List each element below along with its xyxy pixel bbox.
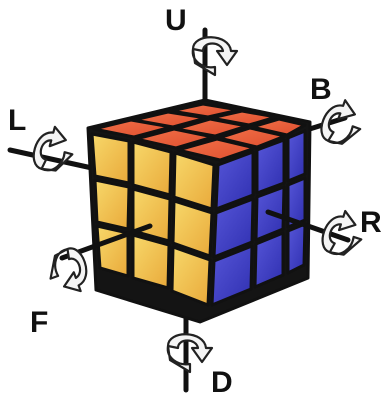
label-back: B (310, 73, 332, 106)
cube (88, 100, 310, 322)
label-front: F (30, 306, 48, 339)
label-right: R (360, 206, 382, 239)
rotation-arrow-icon (193, 37, 237, 75)
label-left: L (8, 104, 26, 137)
label-up: U (165, 4, 187, 37)
label-down: D (211, 366, 233, 399)
rotation-arrow-icon (30, 123, 78, 175)
rotation-arrow-icon (43, 245, 94, 299)
rotation-arrow-icon (168, 334, 212, 372)
axis-left (10, 150, 92, 168)
